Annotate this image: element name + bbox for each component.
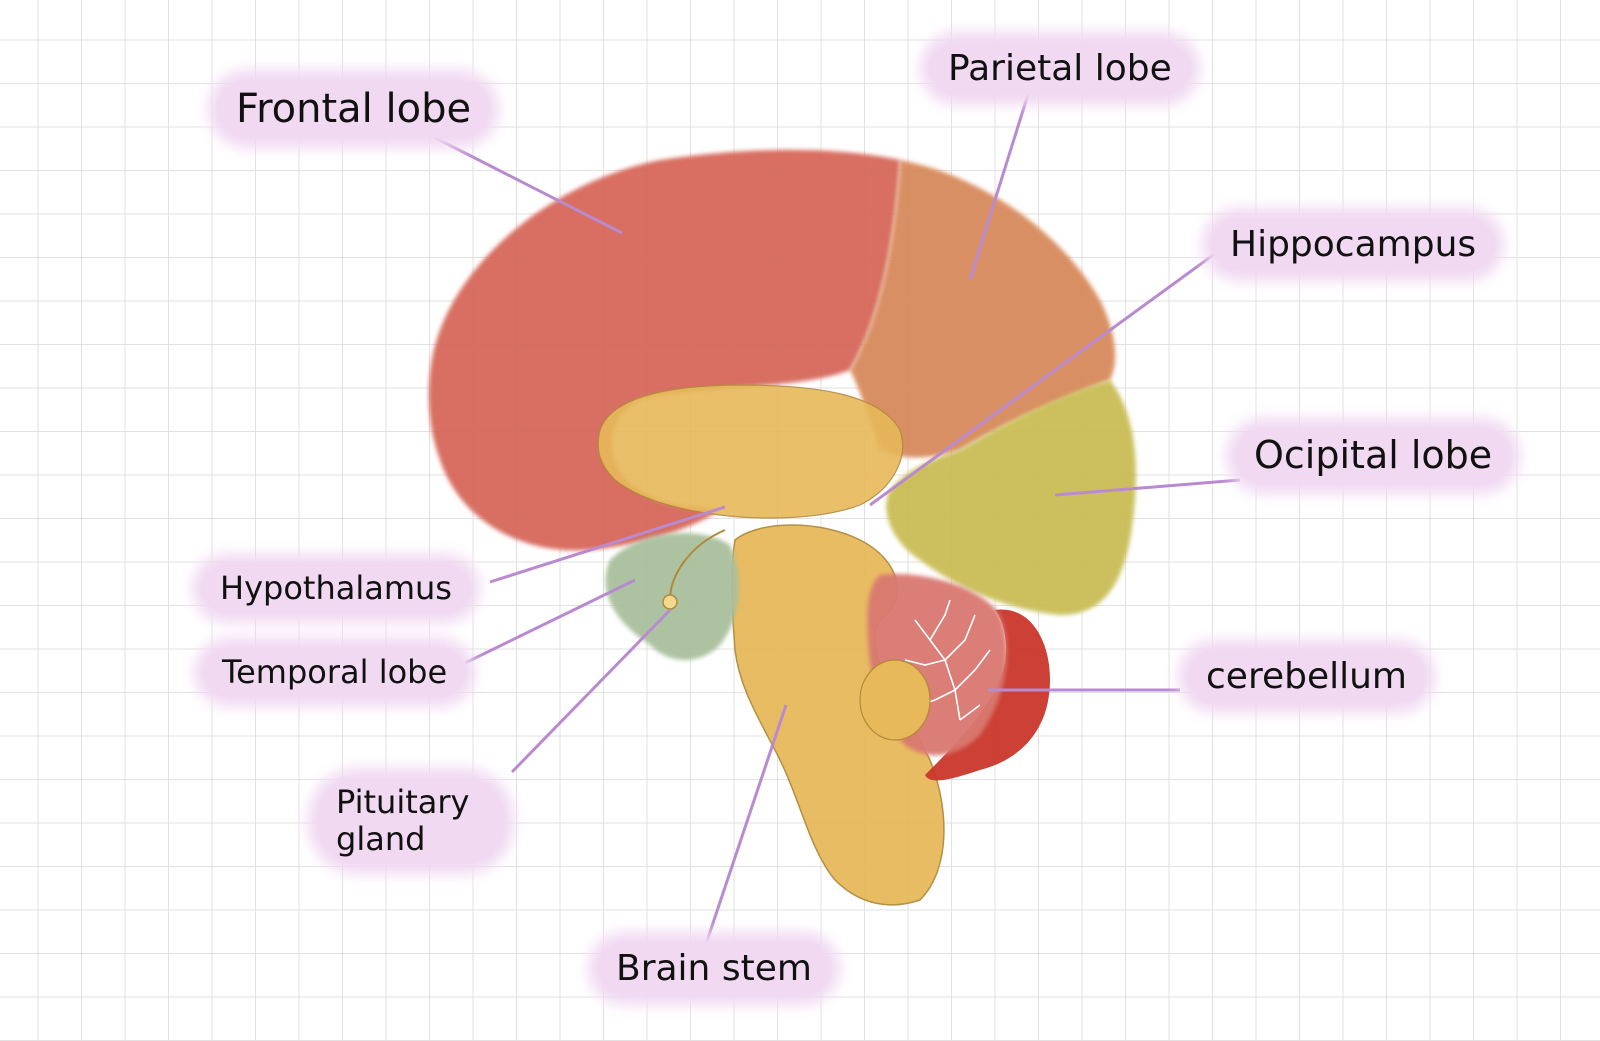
occipital-lobe-leader [1054,478,1241,497]
pituitary-gland-shape [662,594,678,610]
pons [859,659,931,741]
label-hippocampus: Hippocampus [1212,218,1495,272]
label-cerebellum: cerebellum [1188,650,1425,704]
label-temporal-lobe: Temporal lobe [204,648,466,697]
cerebellum-edge-region [925,609,1050,781]
label-frontal-lobe: Frontal lobe [218,80,490,138]
leader-lines [419,87,1241,948]
label-hypothalamus: Hypothalamus [202,564,470,613]
hypothalamus-leader [489,505,726,584]
label-pituitary-gland: Pituitary gland [318,778,504,864]
hippocampus-leader [869,248,1221,507]
corpus-callosum-region [597,384,904,519]
parietal-lobe-leader [968,87,1032,281]
occipital-lobe-region [886,380,1136,615]
label-brain-stem: Brain stem [598,942,830,996]
frontal-lobe-region [428,149,900,551]
temporal-lobe-leader [464,578,636,665]
label-occipital-lobe: Ocipital lobe [1236,428,1511,484]
pituitary-gland-leader [510,608,672,774]
parietal-lobe-region [850,160,1116,458]
pituitary-stalk [669,529,726,601]
frontal-lobe-leader [419,128,623,235]
brain-stem-leader [703,704,788,948]
brain-stem-region [731,524,945,906]
label-parietal-lobe: Parietal lobe [930,42,1190,96]
